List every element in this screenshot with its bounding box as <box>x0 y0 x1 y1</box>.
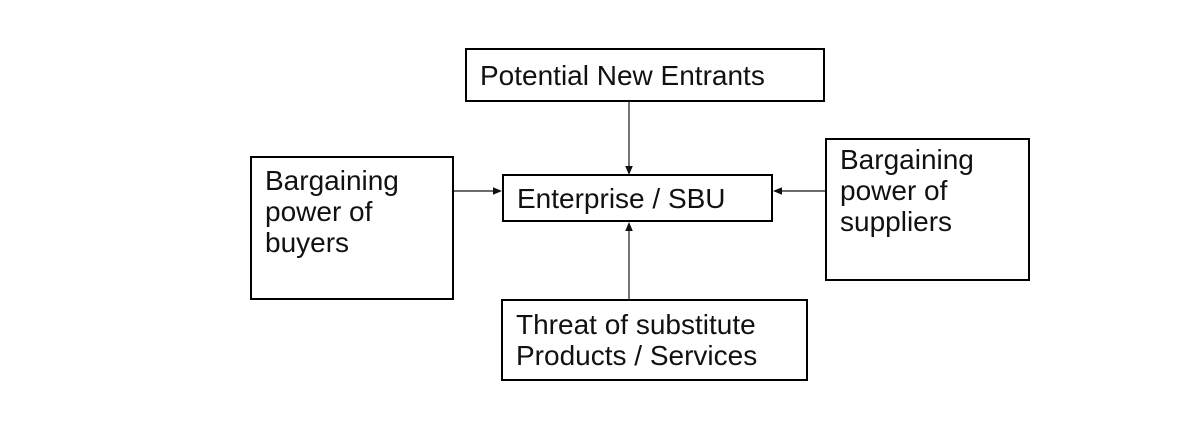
node-label: Enterprise / SBU <box>517 182 726 214</box>
arrow-new-entrants-to-enterprise <box>625 102 633 175</box>
arrow-substitutes-to-enterprise <box>625 222 633 299</box>
node-label: Potential New Entrants <box>480 59 765 91</box>
node-threat-of-substitutes: Threat of substitute Products / Services <box>501 299 808 381</box>
node-bargaining-power-suppliers: Bargaining power of suppliers <box>825 138 1030 281</box>
node-potential-new-entrants: Potential New Entrants <box>465 48 825 102</box>
node-label: Bargaining power of suppliers <box>840 144 974 237</box>
node-label: Threat of substitute Products / Services <box>516 309 758 371</box>
arrow-buyers-to-enterprise <box>454 187 502 195</box>
node-label: Bargaining power of buyers <box>265 165 399 258</box>
node-enterprise-sbu: Enterprise / SBU <box>502 174 773 222</box>
arrow-suppliers-to-enterprise <box>773 187 825 195</box>
node-bargaining-power-buyers: Bargaining power of buyers <box>250 156 454 300</box>
